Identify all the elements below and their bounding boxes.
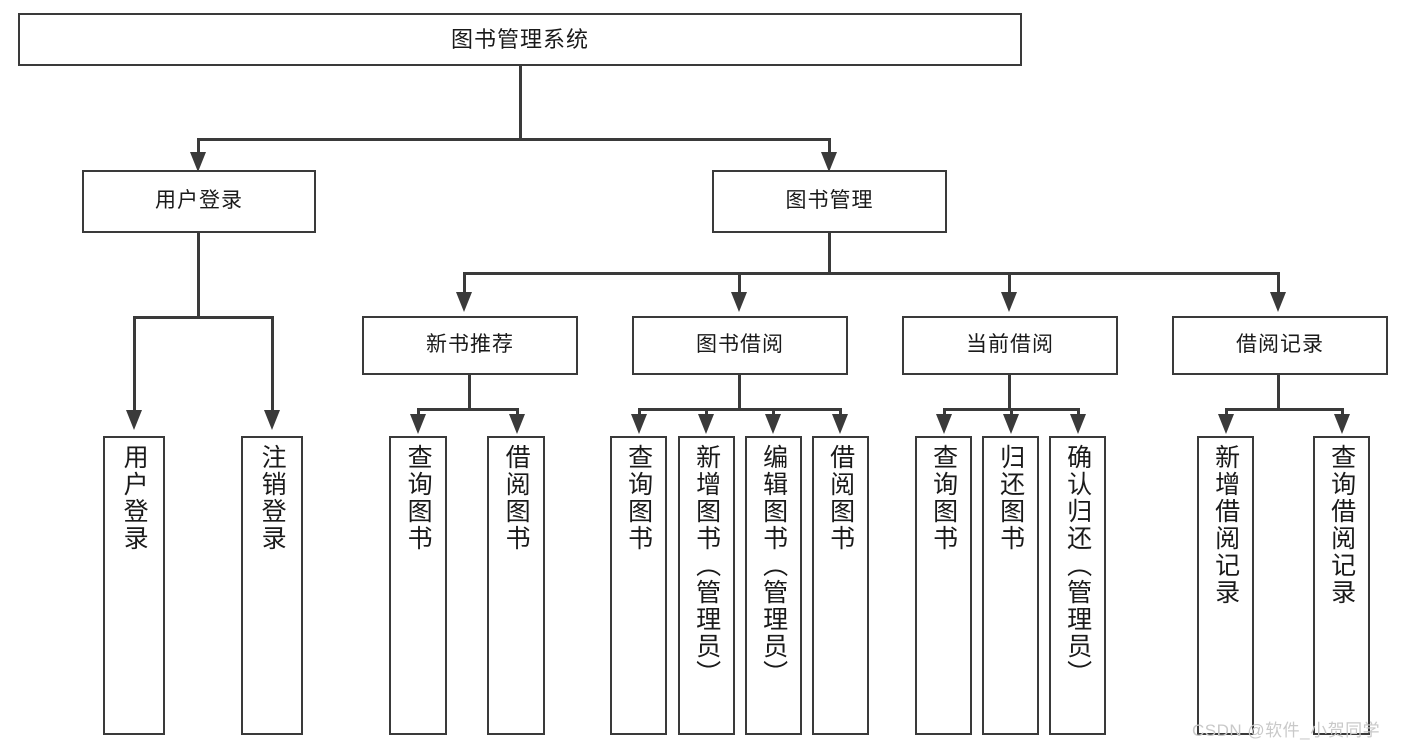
leaf-current-borrow-query[interactable]: 查询图书: [915, 436, 972, 735]
node-label: 借阅记录: [1236, 333, 1324, 357]
arrowhead-nb-leaf-1: [410, 414, 426, 434]
leaf-current-borrow-confirm[interactable]: 确认归还（管理员）: [1049, 436, 1106, 735]
leaf-new-book-query[interactable]: 查询图书: [389, 436, 447, 735]
node-label: 图书借阅: [696, 333, 784, 357]
arrowhead-leaf-user-login-1: [126, 410, 142, 430]
arrowhead-borrow-record: [1270, 292, 1286, 312]
connector-drop-leaf-user-login-1: [133, 316, 136, 418]
node-label: 查询图书: [929, 444, 958, 552]
connector-book-borrow-bus: [638, 408, 841, 411]
leaf-user-login-login[interactable]: 用户登录: [103, 436, 165, 735]
node-label: 借阅图书: [502, 444, 531, 552]
arrowhead-br-leaf-1: [1218, 414, 1234, 434]
connector-level3-bus: [463, 272, 1279, 275]
arrowhead-leaf-user-login-2: [264, 410, 280, 430]
node-label: 借阅图书: [826, 444, 855, 552]
node-label: 新增借阅记录: [1211, 444, 1240, 606]
arrowhead-current-borrow: [1001, 292, 1017, 312]
leaf-borrow-record-query[interactable]: 查询借阅记录: [1313, 436, 1370, 735]
leaf-borrow-record-add[interactable]: 新增借阅记录: [1197, 436, 1254, 735]
arrowhead-bb-leaf-2: [698, 414, 714, 434]
leaf-book-borrow-edit[interactable]: 编辑图书（管理员）: [745, 436, 802, 735]
connector-drop-current-borrow: [1008, 272, 1011, 300]
node-user-login[interactable]: 用户登录: [82, 170, 316, 233]
node-label: 新增图书（管理员）: [692, 444, 721, 687]
leaf-book-borrow-borrow[interactable]: 借阅图书: [812, 436, 869, 735]
connector-drop-book-borrow: [738, 272, 741, 300]
leaf-new-book-borrow[interactable]: 借阅图书: [487, 436, 545, 735]
node-label: 确认归还（管理员）: [1063, 444, 1092, 687]
connector-new-book-stem: [468, 375, 471, 411]
leaf-book-borrow-query[interactable]: 查询图书: [610, 436, 667, 735]
connector-book-borrow-stem: [738, 375, 741, 411]
node-label: 图书管理: [785, 189, 874, 213]
node-label: 用户登录: [120, 444, 149, 552]
node-current-borrow[interactable]: 当前借阅: [902, 316, 1118, 375]
connector-new-book-bus: [417, 408, 519, 411]
node-label: 查询借阅记录: [1327, 444, 1356, 606]
connector-book-manage-stem: [828, 233, 831, 275]
connector-drop-borrow-record: [1277, 272, 1280, 300]
arrowhead-bb-leaf-1: [631, 414, 647, 434]
arrowhead-new-book: [456, 292, 472, 312]
node-book-management[interactable]: 图书管理: [712, 170, 947, 233]
arrowhead-bb-leaf-3: [765, 414, 781, 434]
node-borrow-record[interactable]: 借阅记录: [1172, 316, 1388, 375]
connector-borrow-record-stem: [1277, 375, 1280, 411]
arrowhead-cb-leaf-2: [1003, 414, 1019, 434]
connector-root-stem: [519, 66, 522, 140]
node-label: 归还图书: [996, 444, 1025, 552]
arrowhead-cb-leaf-1: [936, 414, 952, 434]
arrowhead-user-login: [190, 152, 206, 172]
connector-drop-new-book: [463, 272, 466, 300]
connector-borrow-record-bus: [1225, 408, 1344, 411]
connector-current-borrow-stem: [1008, 375, 1011, 411]
node-label: 图书管理系统: [450, 26, 589, 52]
node-label: 注销登录: [258, 444, 287, 552]
node-label: 用户登录: [155, 189, 243, 213]
connector-user-login-bus: [133, 316, 271, 319]
arrowhead-bb-leaf-4: [832, 414, 848, 434]
arrowhead-book-borrow: [731, 292, 747, 312]
connector-drop-leaf-user-login-2: [271, 316, 274, 418]
node-root-system[interactable]: 图书管理系统: [18, 13, 1022, 66]
arrowhead-br-leaf-2: [1334, 414, 1350, 434]
node-label: 查询图书: [404, 444, 433, 552]
node-label: 查询图书: [624, 444, 653, 552]
arrowhead-book-manage: [821, 152, 837, 172]
connector-user-login-stem: [197, 233, 200, 318]
arrowhead-cb-leaf-3: [1070, 414, 1086, 434]
connector-level2-bus: [197, 138, 831, 141]
node-label: 编辑图书（管理员）: [759, 444, 788, 687]
node-label: 当前借阅: [966, 333, 1054, 357]
node-book-borrow[interactable]: 图书借阅: [632, 316, 848, 375]
node-label: 新书推荐: [426, 333, 514, 357]
arrowhead-nb-leaf-2: [509, 414, 525, 434]
leaf-current-borrow-return[interactable]: 归还图书: [982, 436, 1039, 735]
node-new-book-recommend[interactable]: 新书推荐: [362, 316, 578, 375]
leaf-user-login-logout[interactable]: 注销登录: [241, 436, 303, 735]
leaf-book-borrow-add[interactable]: 新增图书（管理员）: [678, 436, 735, 735]
